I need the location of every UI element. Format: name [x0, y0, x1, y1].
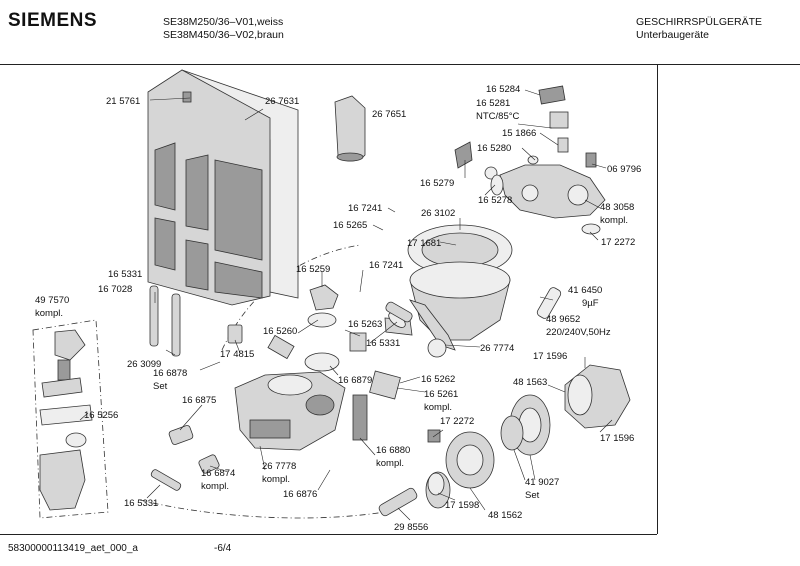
label-151866: 15 1866	[502, 128, 536, 139]
label-165259: 16 5259	[296, 264, 330, 275]
sump-part	[384, 224, 513, 358]
label-166879: 16 6879	[338, 375, 372, 386]
label-267651: 26 7651	[372, 109, 406, 120]
label-166878-set: Set	[153, 381, 168, 392]
label-267778-kompl: kompl.	[262, 474, 290, 485]
label-215761: 21 5761	[106, 96, 140, 107]
label-416450: 41 6450	[568, 285, 602, 296]
sensor-cluster-part	[454, 85, 606, 235]
gasket-rings	[304, 155, 539, 372]
header-divider	[0, 64, 800, 65]
label-165256: 16 5256	[84, 410, 118, 421]
label-172272-a: 17 2272	[601, 237, 635, 248]
label-voltage: 220/240V,50Hz	[546, 327, 611, 338]
label-165265: 16 5265	[333, 220, 367, 231]
label-171681: 17 1681	[407, 238, 441, 249]
label-483058: 48 3058	[600, 202, 634, 213]
page-number: -6/4	[214, 543, 232, 554]
label-481562: 48 1562	[488, 510, 522, 521]
pump-motor-part	[425, 364, 631, 509]
label-263102: 26 3102	[421, 208, 455, 219]
heater-housing-part	[234, 371, 346, 451]
label-165331-c: 16 5331	[124, 498, 158, 509]
level-kit-part	[39, 329, 93, 511]
jug-part	[334, 95, 366, 162]
label-165263: 16 5263	[348, 319, 382, 330]
model-line-1: SE38M250/36–V01,weiss	[163, 16, 284, 28]
label-165281: 16 5281	[476, 98, 510, 109]
label-165284: 16 5284	[486, 84, 520, 95]
label-166874: 16 6874	[201, 468, 235, 479]
label-166880-kompl: kompl.	[376, 458, 404, 469]
label-165261-kompl: kompl.	[424, 402, 452, 413]
brand-logo: SIEMENS	[8, 10, 98, 31]
label-267631: 26 7631	[265, 96, 299, 107]
label-171596-a: 17 1596	[533, 351, 567, 362]
label-419027: 41 9027	[525, 477, 559, 488]
label-481563: 48 1563	[513, 377, 547, 388]
label-167028: 16 7028	[98, 284, 132, 295]
label-263099: 26 3099	[127, 359, 161, 370]
label-172272-b: 17 2272	[440, 416, 474, 427]
label-497570-kompl: kompl.	[35, 308, 63, 319]
label-165280: 16 5280	[477, 143, 511, 154]
label-419027-set: Set	[525, 490, 540, 501]
category-line-2: Unterbaugeräte	[636, 29, 709, 41]
label-165331-b: 16 5331	[366, 338, 400, 349]
label-166874-kompl: kompl.	[201, 481, 229, 492]
label-069796: 06 9796	[607, 164, 641, 175]
label-165279: 16 5279	[420, 178, 454, 189]
label-165278: 16 5278	[478, 195, 512, 206]
label-174815: 17 4815	[220, 349, 254, 360]
label-298556: 29 8556	[394, 522, 428, 533]
document-id: 58300000113419_aet_000_a	[8, 543, 138, 554]
label-171596-b: 17 1596	[600, 433, 634, 444]
label-165262: 16 5262	[421, 374, 455, 385]
hose-parts	[149, 285, 445, 517]
label-167241-b: 16 7241	[369, 260, 403, 271]
label-165261: 16 5261	[424, 389, 458, 400]
label-cap: 9µF	[582, 298, 599, 309]
margin-divider	[657, 64, 658, 534]
leader-lines	[79, 89, 613, 521]
label-166878: 16 6878	[153, 368, 187, 379]
footer-divider	[0, 534, 657, 535]
label-497570: 49 7570	[35, 295, 69, 306]
kit-outline	[32, 319, 109, 519]
label-165331-a: 16 5331	[108, 269, 142, 280]
part-labels: 21 5761 26 7631 26 7651 16 5284 16 5281 …	[35, 84, 641, 533]
label-ntc: NTC/85°C	[476, 111, 520, 122]
label-166880: 16 6880	[376, 445, 410, 456]
model-line-2: SE38M450/36–V02,braun	[163, 29, 284, 41]
label-166875: 16 6875	[182, 395, 216, 406]
category-line-1: GESCHIRRSPÜLGERÄTE	[636, 16, 763, 28]
duct-panel-part	[147, 69, 299, 306]
label-489652: 48 9652	[546, 314, 580, 325]
label-166876: 16 6876	[283, 489, 317, 500]
label-267774: 26 7774	[480, 343, 514, 354]
label-167241-a: 16 7241	[348, 203, 382, 214]
label-171598: 17 1598	[445, 500, 479, 511]
valve-parts	[168, 324, 401, 474]
label-267778: 26 7778	[262, 461, 296, 472]
label-483058-kompl: kompl.	[600, 215, 628, 226]
label-165260: 16 5260	[263, 326, 297, 337]
capacitor-part	[536, 287, 562, 319]
